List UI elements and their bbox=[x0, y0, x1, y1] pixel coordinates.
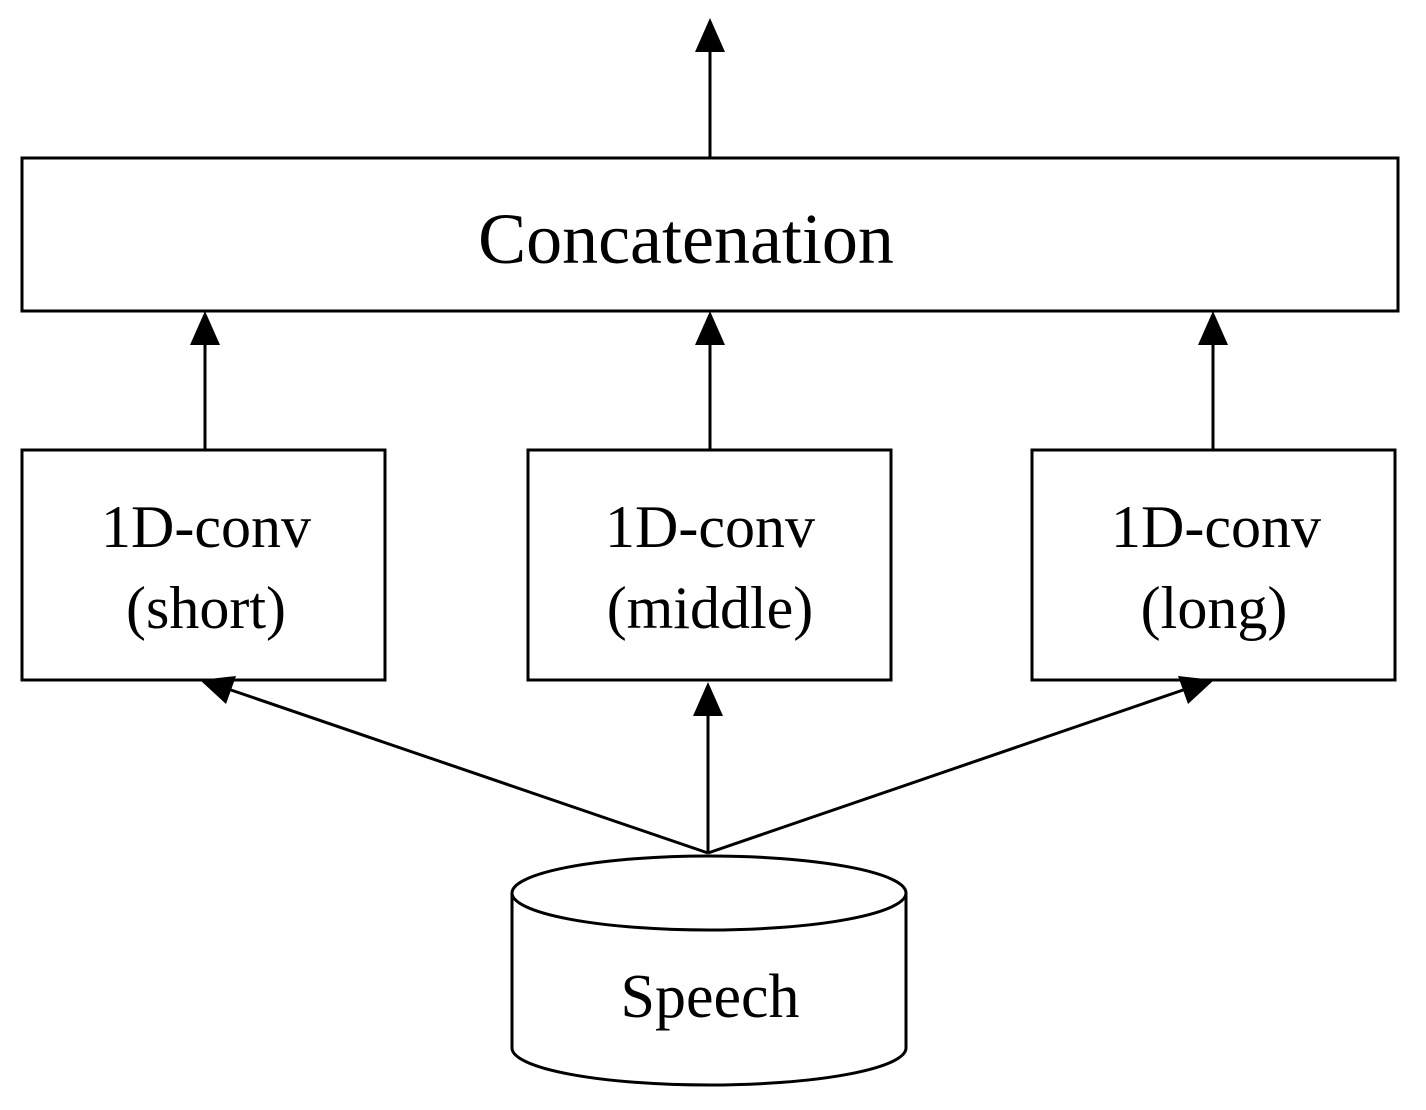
arrow-long-to-concat bbox=[1198, 311, 1228, 450]
arrow-short-to-concat bbox=[190, 311, 220, 450]
concatenation-label: Concatenation bbox=[478, 199, 894, 279]
arrow-speech-to-long bbox=[707, 676, 1214, 855]
speech-input-cylinder: Speech bbox=[510, 854, 908, 1087]
conv-block-long: 1D-conv (long) bbox=[1030, 448, 1397, 682]
output-arrow bbox=[695, 18, 725, 158]
conv-middle-title: 1D-conv bbox=[605, 494, 815, 560]
arrow-speech-to-middle bbox=[693, 682, 723, 853]
conv-block-short: 1D-conv (short) bbox=[20, 448, 387, 682]
arrow-middle-to-concat bbox=[695, 311, 725, 450]
conv-short-kernel: (short) bbox=[126, 575, 286, 641]
conv-long-title: 1D-conv bbox=[1111, 494, 1321, 560]
conv-block-middle: 1D-conv (middle) bbox=[526, 448, 893, 682]
conv-short-title: 1D-conv bbox=[101, 494, 311, 560]
conv-long-kernel: (long) bbox=[1141, 575, 1288, 641]
conv-middle-kernel: (middle) bbox=[607, 575, 814, 641]
concatenation-block: Concatenation bbox=[20, 156, 1400, 313]
speech-label: Speech bbox=[620, 963, 799, 1031]
arrow-speech-to-short bbox=[200, 676, 709, 855]
